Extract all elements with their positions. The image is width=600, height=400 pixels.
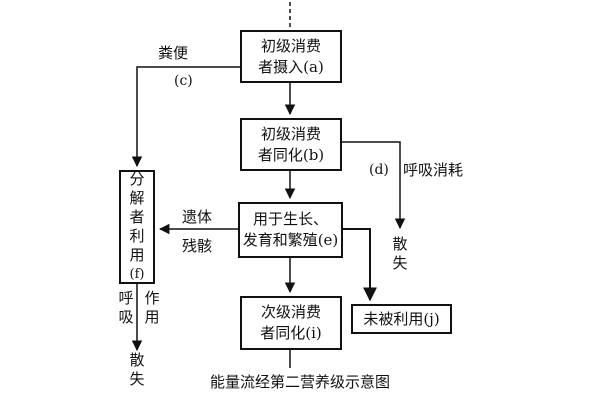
label-respiration-left: 呼 吸 <box>117 289 135 327</box>
label-remains-1: 遗体 <box>182 208 213 226</box>
node-i-line-2: 者同化(i) <box>260 324 322 342</box>
node-growth-reproduction: 用于生长、 发育和繁殖(e) <box>238 202 343 258</box>
node-decomposer: 分 解 者 利 用 (f) <box>119 170 155 284</box>
label-c: (c) <box>174 73 193 89</box>
diagram-caption: 能量流经第二营养级示意图 <box>209 373 390 391</box>
node-b-line-2: 者同化(b) <box>257 145 325 164</box>
label-dissipate-right-1: 散 <box>392 235 408 253</box>
label-dissipate-right: 散 失 <box>391 235 409 273</box>
arrow-feces-to-f <box>131 66 240 168</box>
label-remains-2: 残骸 <box>182 237 213 255</box>
node-a-line-2: 者摄入(a) <box>258 57 324 76</box>
label-action-left-2: 用 <box>144 308 160 326</box>
node-f-char-3: 者 <box>129 208 145 226</box>
node-f-char-5: 用 <box>129 246 145 264</box>
node-secondary-assimilation: 次级消费 者同化(i) <box>240 296 342 350</box>
node-f-char-1: 分 <box>129 170 145 188</box>
node-j-label: 未被利用(j) <box>363 309 440 328</box>
label-dissipate-left: 散 失 <box>128 351 146 389</box>
label-feces: 粪便 <box>158 44 189 62</box>
label-action-left: 作 用 <box>143 289 161 327</box>
node-f-char-2: 解 <box>129 189 145 207</box>
node-a-line-1: 初级消费 <box>260 36 321 55</box>
node-primary-assimilation: 初级消费 者同化(b) <box>240 118 342 171</box>
node-b-line-1: 初级消费 <box>260 124 321 143</box>
arrow-respiration <box>342 141 406 230</box>
node-unused: 未被利用(j) <box>351 304 452 334</box>
label-dissipate-left-2: 失 <box>129 370 145 388</box>
label-respiration-left-2: 吸 <box>118 308 134 326</box>
label-action-left-1: 作 <box>144 289 160 307</box>
node-e-line-1: 用于生长、 <box>252 210 328 228</box>
arrow-e-to-j <box>343 228 377 302</box>
label-dissipate-left-1: 散 <box>129 351 145 369</box>
node-f-char-6: (f) <box>129 267 145 282</box>
node-primary-intake: 初级消费 者摄入(a) <box>240 30 342 83</box>
node-i-line-1: 次级消费 <box>260 303 321 321</box>
node-e-line-2: 发育和繁殖(e) <box>242 231 339 249</box>
label-dissipate-right-2: 失 <box>392 254 408 272</box>
label-respiration-consumption: 呼吸消耗 <box>403 161 464 179</box>
node-f-char-4: 利 <box>129 227 145 245</box>
label-d: (d) <box>369 162 389 178</box>
label-respiration-left-1: 呼 <box>118 289 134 307</box>
